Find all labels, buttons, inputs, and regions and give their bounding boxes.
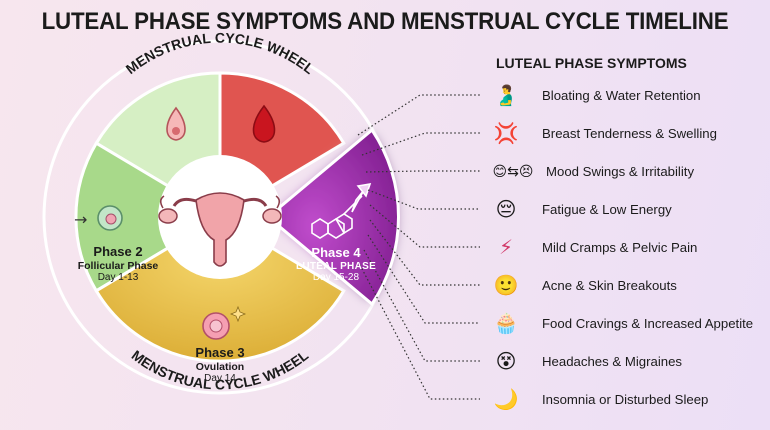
symptom-item: 😔 Fatigue & Low Energy bbox=[484, 193, 770, 225]
headache-icon: 😵 bbox=[495, 350, 517, 373]
hormone-molecule-icon bbox=[311, 182, 372, 239]
symptom-item: 🧁 Food Cravings & Increased Appetite bbox=[484, 307, 770, 339]
blood-drop-icon bbox=[252, 104, 276, 143]
acne-face-icon: 🙂 bbox=[493, 274, 519, 297]
symptom-item: 🫃 Bloating & Water Retention bbox=[484, 79, 770, 111]
connector-lines bbox=[357, 94, 480, 400]
phase-2-subtitle: Follicular Phase bbox=[77, 259, 159, 272]
phase-3-days: Day 14 bbox=[204, 373, 236, 384]
symptom-label: Bloating & Water Retention bbox=[542, 87, 701, 103]
symptom-item: 🙂 Acne & Skin Breakouts bbox=[484, 269, 770, 301]
phase-2-days: Day 1-13 bbox=[97, 272, 139, 283]
tired-face-icon: 😔 bbox=[495, 198, 517, 221]
symptom-label: Insomnia or Disturbed Sleep bbox=[542, 391, 709, 407]
mood-swing-icon: 😊⇆😣 bbox=[492, 162, 534, 179]
phase-3-name: Phase 3 bbox=[195, 345, 245, 360]
ovum-icon bbox=[202, 305, 247, 340]
phase-4-days: Day 15-28 bbox=[312, 272, 360, 284]
symptom-label: Food Cravings & Increased Appetite bbox=[542, 315, 754, 331]
phase-2-label: Phase 2 Follicular Phase Day 1-13 bbox=[70, 244, 166, 284]
page-title: LUTEAL PHASE SYMPTOMS AND MENSTRUAL CYCL… bbox=[41, 8, 729, 35]
segment-phase-2 bbox=[74, 141, 223, 293]
phase-2-name: Phase 2 bbox=[93, 244, 143, 259]
phase-4-name: Phase 4 bbox=[311, 245, 361, 260]
symptom-item: 💢 Breast Tenderness & Swelling bbox=[484, 117, 770, 149]
symptom-label: Breast Tenderness & Swelling bbox=[542, 125, 717, 141]
segment-phase-4 bbox=[265, 127, 401, 307]
symptom-label: Mood Swings & Irritability bbox=[546, 163, 695, 179]
cycle-wheel: → MENSTRUAL CYCLE WHEEL MENSTRUAL CYCLE … bbox=[74, 29, 480, 400]
symptom-item: 😵 Headaches & Migraines bbox=[484, 345, 770, 377]
cramps-icon: ⚡ bbox=[498, 236, 514, 259]
symptom-item: 🌙 Insomnia or Disturbed Sleep bbox=[484, 383, 770, 415]
phase-4-label: Phase 4 LUTEAL PHASE Day 15-28 bbox=[290, 245, 382, 284]
bloated-belly-icon: 🫃 bbox=[493, 84, 519, 107]
breast-pain-icon: 💢 bbox=[493, 122, 519, 145]
cupcake-icon: 🧁 bbox=[493, 312, 519, 335]
symptom-label: Headaches & Migraines bbox=[542, 353, 683, 369]
symptom-label: Acne & Skin Breakouts bbox=[542, 277, 677, 293]
wheel-label-top: MENSTRUAL CYCLE WHEEL bbox=[123, 30, 318, 78]
phase-4-subtitle: LUTEAL PHASE bbox=[295, 260, 377, 272]
phase-3-label: Phase 3 Ovulation Day 14 bbox=[170, 345, 270, 385]
symptom-item: 😊⇆😣 Mood Swings & Irritability bbox=[484, 155, 770, 187]
symptom-label: Mild Cramps & Pelvic Pain bbox=[542, 239, 698, 255]
light-drop-icon bbox=[166, 106, 186, 141]
svg-text:→: → bbox=[74, 210, 87, 229]
phase-3-subtitle: Ovulation bbox=[195, 360, 245, 373]
follicle-icon: → bbox=[74, 205, 123, 231]
symptom-label: Fatigue & Low Energy bbox=[542, 201, 672, 217]
symptoms-header: LUTEAL PHASE SYMPTOMS bbox=[496, 55, 687, 71]
uterus-icon bbox=[158, 192, 282, 267]
light-drop-core bbox=[172, 127, 180, 135]
segment-phase-3 bbox=[94, 215, 346, 363]
symptom-item: ⚡ Mild Cramps & Pelvic Pain bbox=[484, 231, 770, 263]
moon-sleep-icon: 🌙 bbox=[493, 388, 519, 411]
